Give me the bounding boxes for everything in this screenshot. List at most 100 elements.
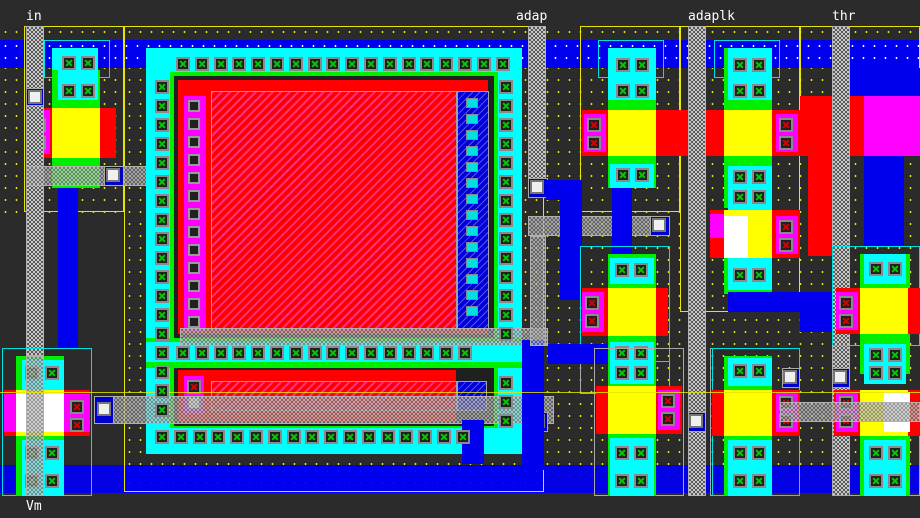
contact [752,268,766,282]
via-icon [28,90,42,104]
metal1-wire[interactable] [728,292,800,312]
contact [232,346,246,360]
contact [499,395,513,409]
contact [155,118,169,132]
poly-contact-cut [188,208,200,220]
poly-contact [710,214,724,238]
contact [616,58,630,72]
metal1-wire[interactable] [560,180,582,300]
contact [383,57,397,71]
cap-contact [466,98,478,108]
contact [733,170,747,184]
contact [752,84,766,98]
contact [155,251,169,265]
contact [839,296,853,310]
contact [635,58,649,72]
poly-contact-cut [188,190,200,202]
label-adaplk[interactable]: adaplk [688,9,735,24]
contact [364,57,378,71]
via-icon [833,370,847,384]
contact [155,308,169,322]
label-thr[interactable]: thr [832,9,856,24]
metal2-in[interactable] [26,26,44,356]
contact [499,99,513,113]
contact [615,474,629,488]
contact [343,430,357,444]
poly-contact-cut [188,298,200,310]
contact [70,400,84,414]
metal2-wire[interactable] [94,396,554,424]
via-icon [530,180,544,194]
contact [499,175,513,189]
metal2-wire[interactable] [530,236,546,346]
contact [616,84,630,98]
contact [733,364,747,378]
metal2-adaplk[interactable] [688,26,706,496]
label-in[interactable]: in [26,9,42,24]
poly-contact-cut [188,316,200,328]
contact [420,57,434,71]
contact [733,446,747,460]
contact [399,430,413,444]
contact [326,346,340,360]
contact [45,474,59,488]
contact [499,376,513,390]
contact [752,58,766,72]
contact [733,474,747,488]
contact [155,194,169,208]
poly-contact-cut [188,100,200,112]
cap-contact [466,306,478,316]
transistor-gate [608,386,656,434]
contact [155,346,169,360]
via-icon [783,370,797,384]
metal1-wire[interactable] [522,340,544,470]
contact [70,418,84,432]
contact [635,84,649,98]
contact [345,346,359,360]
contact [499,289,513,303]
poly-contact-cut [188,280,200,292]
contact [635,168,649,182]
contact [155,403,169,417]
contact [634,366,648,380]
poly-contact-cut [188,262,200,274]
metal1-wire[interactable] [864,156,904,246]
contact [383,346,397,360]
contact [195,346,209,360]
transistor-gate [52,108,100,158]
contact [499,232,513,246]
contact [587,136,601,150]
label-vm[interactable]: Vm [26,499,42,514]
metal1-wire[interactable] [800,292,834,332]
metal2-wire[interactable] [180,328,548,346]
metal2-adap[interactable] [528,26,546,196]
via-icon [652,218,666,232]
metal1-wire[interactable] [58,188,78,348]
contact [499,414,513,428]
metal1-wire[interactable] [548,344,608,364]
poly-wire [808,150,834,256]
contact [585,296,599,310]
contact [176,57,190,71]
contact [287,430,301,444]
contact [499,327,513,341]
label-adap[interactable]: adap [516,9,548,24]
contact [193,430,207,444]
contact [752,190,766,204]
contact [733,268,747,282]
contact [869,474,883,488]
contact [499,194,513,208]
metal2-wire[interactable] [780,402,920,422]
capacitor-large[interactable] [211,91,457,329]
cap-contact [466,274,478,284]
contact [499,137,513,151]
contact [187,380,201,394]
contact [661,412,675,426]
contact [752,364,766,378]
contact [752,446,766,460]
contact [888,446,902,460]
metal2-vm[interactable] [26,356,44,496]
metal2-wire[interactable] [528,216,668,236]
via-icon [689,414,703,428]
